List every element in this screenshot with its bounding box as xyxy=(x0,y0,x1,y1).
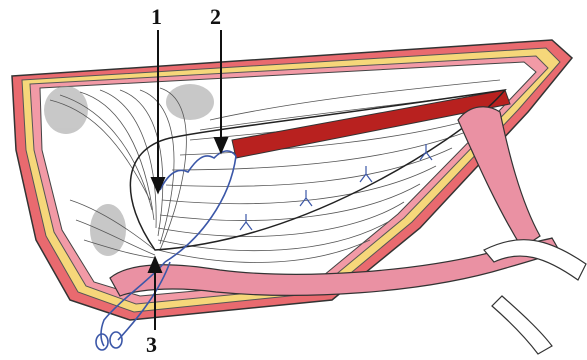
scissors-icon xyxy=(96,332,122,350)
white-tube-lower xyxy=(492,296,552,354)
callout-label-1: 1 xyxy=(151,6,162,28)
pink-muscle-strap-upper xyxy=(458,107,540,248)
callout-label-3: 3 xyxy=(146,334,157,356)
callout-label-2: 2 xyxy=(210,6,221,28)
